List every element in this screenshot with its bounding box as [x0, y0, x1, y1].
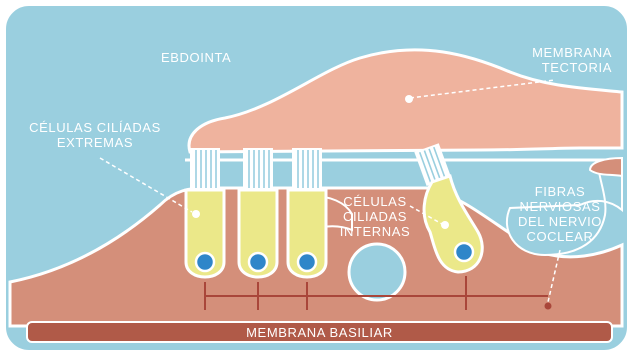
tunnel-circle — [349, 244, 405, 300]
label-nerve-fibers: FIBRAS NERVIOSAS DEL NERVIO COCLEAR — [510, 184, 610, 244]
label-outer-hair-cells: CÉLULAS CILÍADAS EXTREMAS — [20, 120, 170, 150]
nerve-dot — [545, 303, 552, 310]
label-tectorial-membrane: MEMBRANA TECTORIA — [520, 45, 612, 75]
label-inner-hair-cells: CÉLULAS CILIADAS INTERNAS — [335, 194, 415, 239]
outer-hair-cell-3 — [288, 148, 326, 277]
outer-hair-cell-2 — [239, 148, 277, 277]
label-basilar-membrane: MEMBRANA BASILIAR — [27, 325, 612, 340]
label-endolymph: EBDOINTA — [161, 50, 231, 65]
